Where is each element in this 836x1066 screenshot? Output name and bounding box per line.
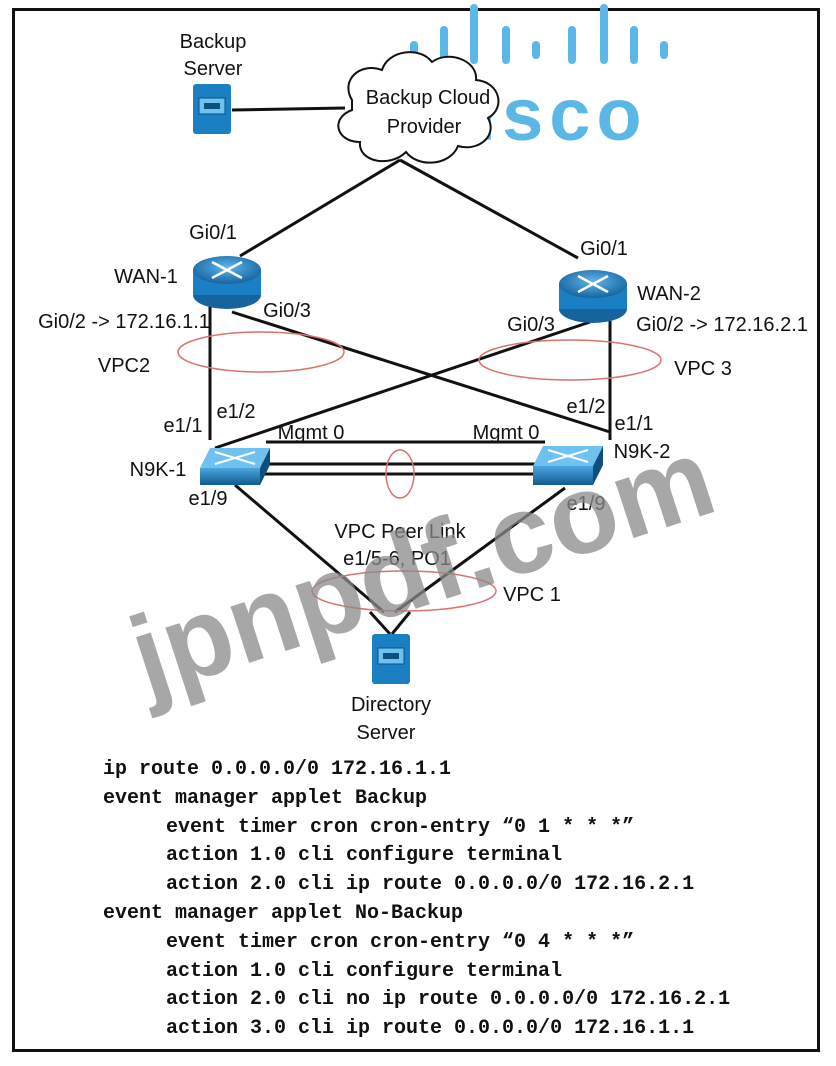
wan1-router-icon <box>193 256 261 309</box>
directory-label-2: Server <box>357 722 416 744</box>
config-line: action 2.0 cli no ip route 0.0.0.0/0 172… <box>166 988 731 1012</box>
link-backupserver-cloud <box>231 106 346 112</box>
config-line: action 2.0 cli ip route 0.0.0.0/0 172.16… <box>166 873 695 897</box>
vpc-ellipses <box>177 331 662 612</box>
n9k2-switch-icon <box>533 446 603 485</box>
svg-text:Gi0/3: Gi0/3 <box>263 300 311 322</box>
svg-text:Gi0/2 -> 172.16.2.1: Gi0/2 -> 172.16.2.1 <box>636 314 808 336</box>
svg-text:e1/1: e1/1 <box>615 413 654 435</box>
cloud-icon: Backup Cloud Provider <box>337 51 500 164</box>
figure-frame <box>12 8 820 1052</box>
link-n9k2-directory <box>394 486 566 614</box>
directory-label-1: Directory <box>351 694 431 716</box>
svg-text:VPC Peer Link: VPC Peer Link <box>334 521 466 543</box>
wan2-label: WAN-2 <box>637 283 701 305</box>
config-line: event timer cron cron-entry “0 1 * * *” <box>166 815 635 839</box>
svg-text:Mgmt 0: Mgmt 0 <box>473 422 540 444</box>
peer-link-ellipse <box>385 449 415 499</box>
backup-server-icon: Backup Server <box>180 31 247 134</box>
svg-text:e1/9: e1/9 <box>189 488 228 510</box>
config-line: action 1.0 cli configure terminal <box>166 844 563 868</box>
svg-text:VPC2: VPC2 <box>98 355 150 377</box>
vpc-labels: VPC2 VPC 3 VPC 1 VPC Peer Link e1/5-6, P… <box>98 355 732 606</box>
interface-labels: Gi0/1 Gi0/1 Gi0/2 -> 172.16.1.1 Gi0/3 Gi… <box>38 222 808 515</box>
config-line: event manager applet Backup <box>103 786 428 810</box>
svg-text:Gi0/3: Gi0/3 <box>507 314 555 336</box>
svg-text:e1/1: e1/1 <box>164 415 203 437</box>
svg-text:e1/9: e1/9 <box>567 493 606 515</box>
svg-text:VPC 1: VPC 1 <box>503 584 561 606</box>
svg-text:e1/5-6, PO1: e1/5-6, PO1 <box>343 548 451 570</box>
n9k1-label: N9K-1 <box>130 459 187 481</box>
svg-text:Mgmt 0: Mgmt 0 <box>278 422 345 444</box>
link-cloud-wan1 <box>239 158 401 258</box>
svg-text:VPC 3: VPC 3 <box>674 358 732 380</box>
n9k2-label: N9K-2 <box>614 441 671 463</box>
vpc2-ellipse <box>177 331 345 373</box>
svg-text:Gi0/1: Gi0/1 <box>189 222 237 244</box>
link-directory-b <box>390 611 412 635</box>
wan2-router-icon <box>559 270 627 323</box>
link-directory-a <box>368 610 392 636</box>
wan1-label: WAN-1 <box>114 266 178 288</box>
svg-text:Backup: Backup <box>180 31 247 53</box>
vpc3-ellipse <box>478 339 662 381</box>
connection-lines <box>208 106 612 636</box>
config-line: event manager applet No-Backup <box>103 902 464 925</box>
svg-text:Gi0/1: Gi0/1 <box>580 238 628 260</box>
config-line: action 1.0 cli configure terminal <box>166 959 563 983</box>
directory-server-icon <box>372 634 410 684</box>
config-line: ip route 0.0.0.0/0 172.16.1.1 <box>103 758 452 781</box>
svg-text:e1/2: e1/2 <box>567 396 606 418</box>
config-line: event timer cron cron-entry “0 4 * * *” <box>166 930 635 954</box>
svg-text:Server: Server <box>184 58 243 80</box>
svg-text:Provider: Provider <box>387 116 462 138</box>
svg-text:Backup Cloud: Backup Cloud <box>366 87 491 109</box>
link-cloud-wan2 <box>399 158 579 260</box>
svg-text:e1/2: e1/2 <box>217 401 256 423</box>
svg-text:Gi0/2 -> 172.16.1.1: Gi0/2 -> 172.16.1.1 <box>38 311 210 333</box>
vpc1-ellipse <box>311 570 497 612</box>
link-n9k1-directory <box>234 483 385 614</box>
config-line: action 3.0 cli ip route 0.0.0.0/0 172.16… <box>166 1017 695 1041</box>
link-wan1-n9k2 <box>231 310 611 434</box>
n9k1-switch-icon <box>200 448 270 485</box>
